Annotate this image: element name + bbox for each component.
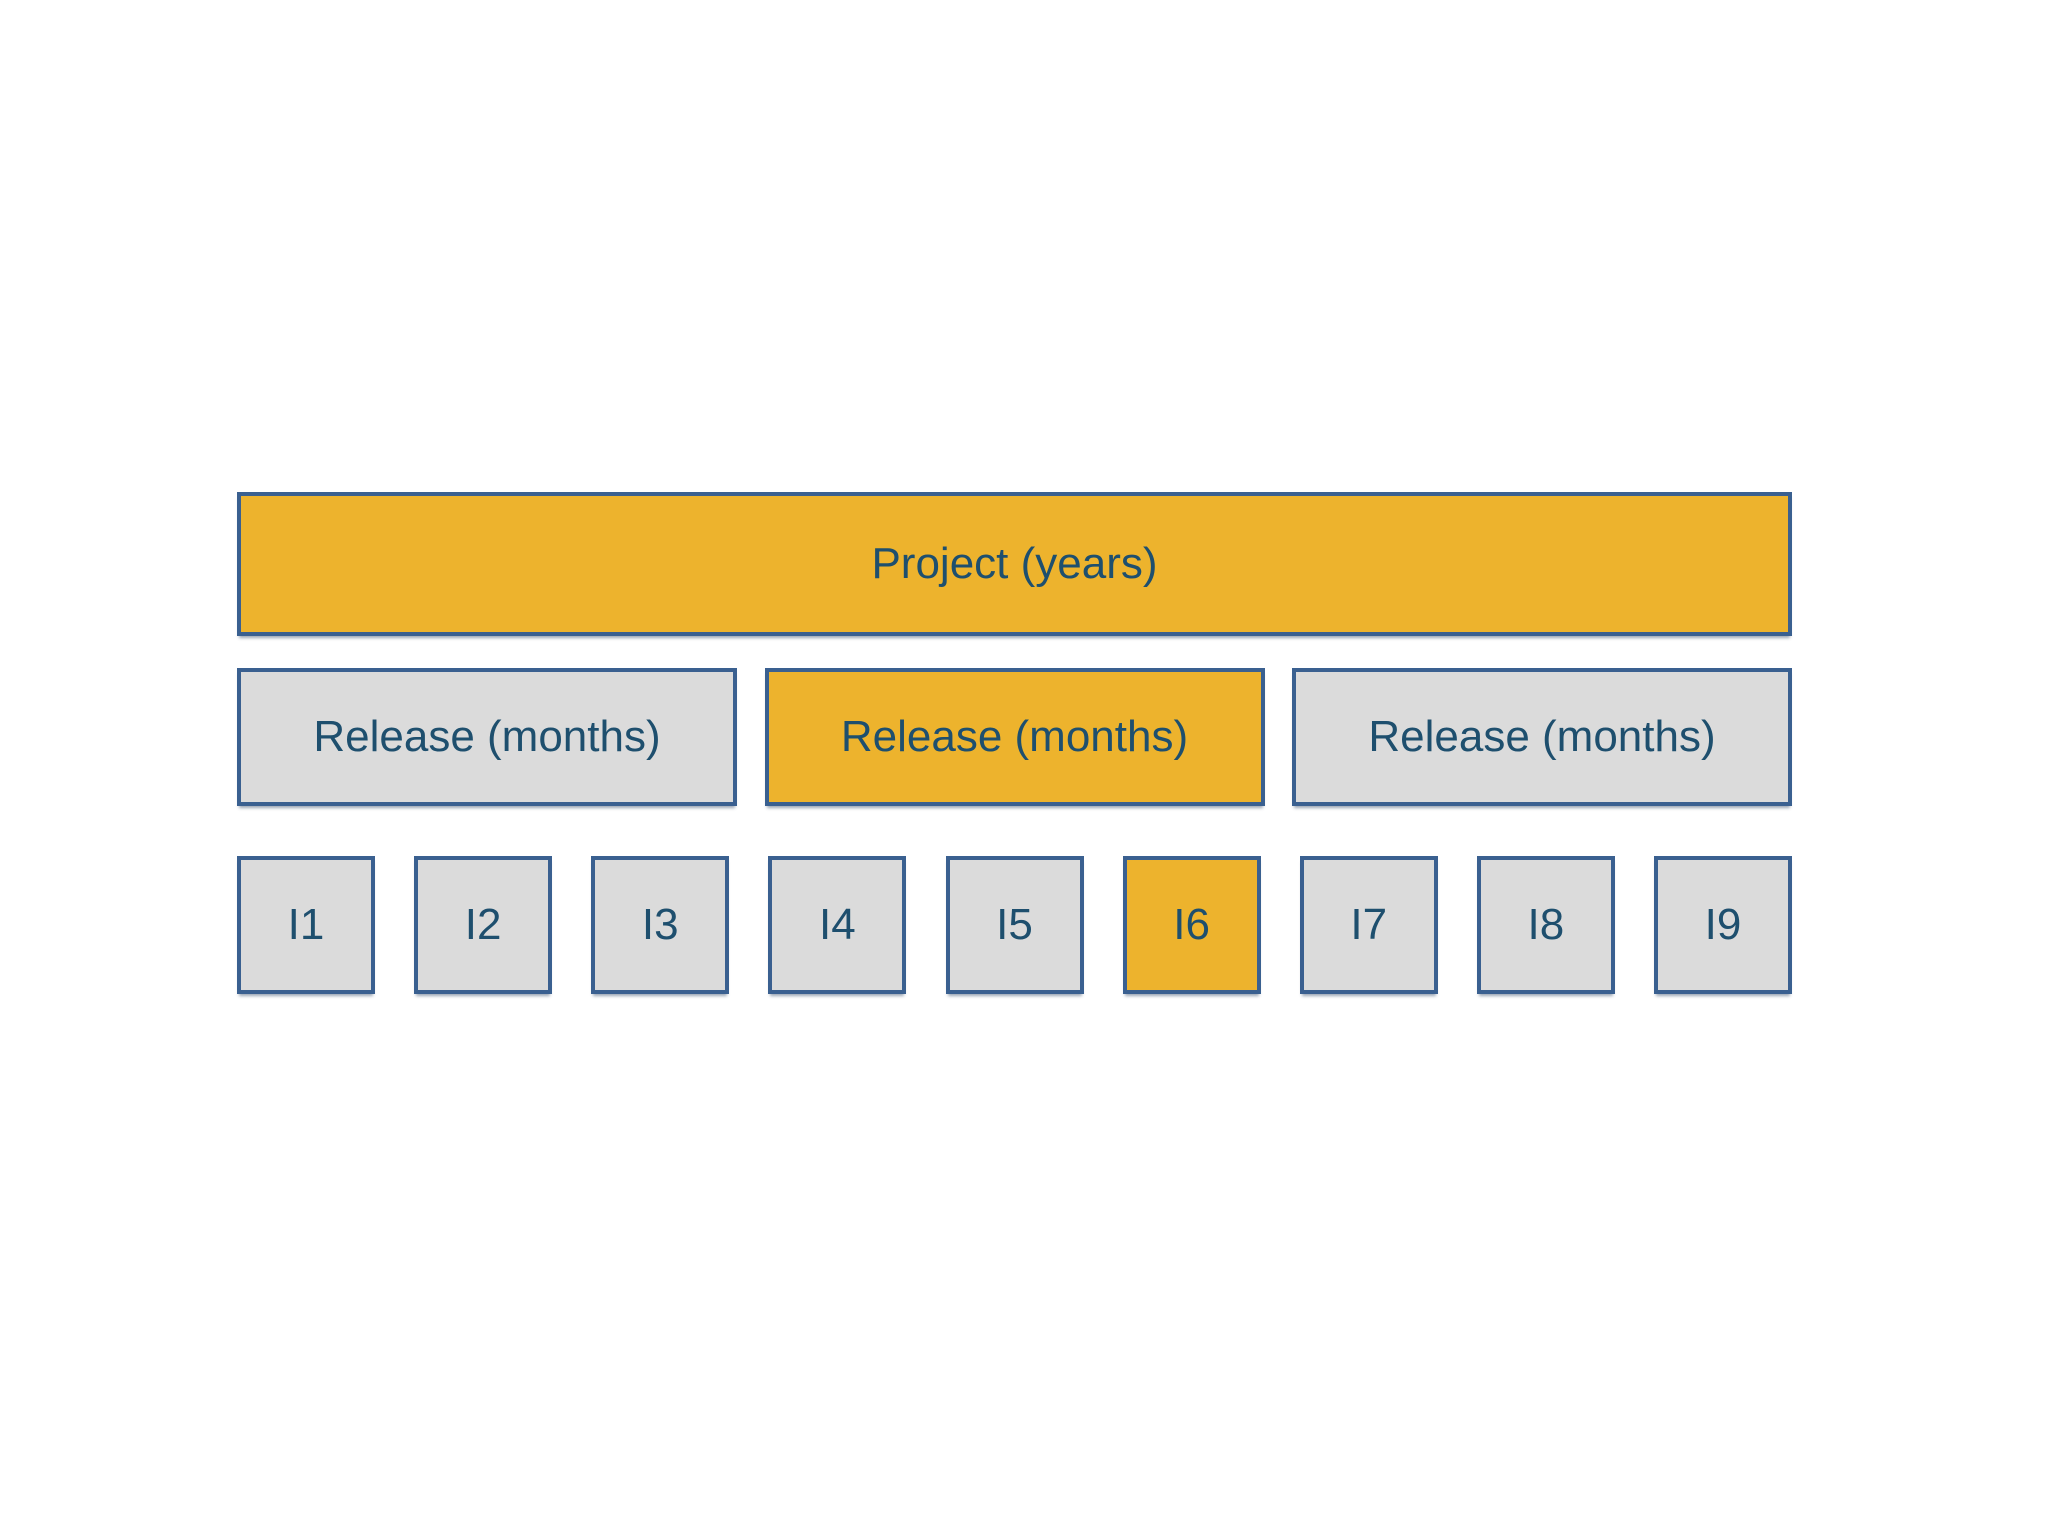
iteration-box: I5: [945, 856, 1084, 994]
iteration-label: I7: [1350, 900, 1388, 949]
project-bar: Project (years): [237, 492, 1792, 636]
iteration-label: I3: [641, 900, 679, 949]
project-hierarchy-diagram: Project (years) Release (months) Release…: [237, 492, 1792, 994]
iteration-label: I1: [287, 900, 325, 949]
release-box: Release (months): [764, 668, 1265, 806]
iterations-row: I1 I2 I3 I4 I5 I6 I7 I8: [237, 856, 1792, 994]
release-label: Release (months): [1368, 712, 1716, 761]
iteration-box: I9: [1654, 856, 1792, 994]
release-box: Release (months): [237, 668, 737, 806]
iteration-label: I8: [1527, 900, 1565, 949]
iteration-label: I5: [996, 900, 1033, 949]
release-label: Release (months): [840, 712, 1189, 761]
iteration-box: I2: [414, 856, 553, 994]
iteration-box: I7: [1299, 856, 1438, 994]
iteration-box: I8: [1476, 856, 1615, 994]
releases-row: Release (months) Release (months) Releas…: [237, 668, 1792, 806]
project-label: Project (years): [871, 539, 1158, 588]
iteration-label: I2: [464, 900, 502, 949]
iteration-box: I3: [591, 856, 730, 994]
release-label: Release (months): [313, 712, 661, 761]
iteration-label: I9: [1704, 900, 1742, 949]
iteration-label: I4: [819, 900, 856, 949]
iteration-box: I1: [237, 856, 375, 994]
release-box: Release (months): [1292, 668, 1792, 806]
iteration-label: I6: [1173, 900, 1210, 949]
iteration-box: I4: [768, 856, 907, 994]
iteration-box: I6: [1122, 856, 1261, 994]
